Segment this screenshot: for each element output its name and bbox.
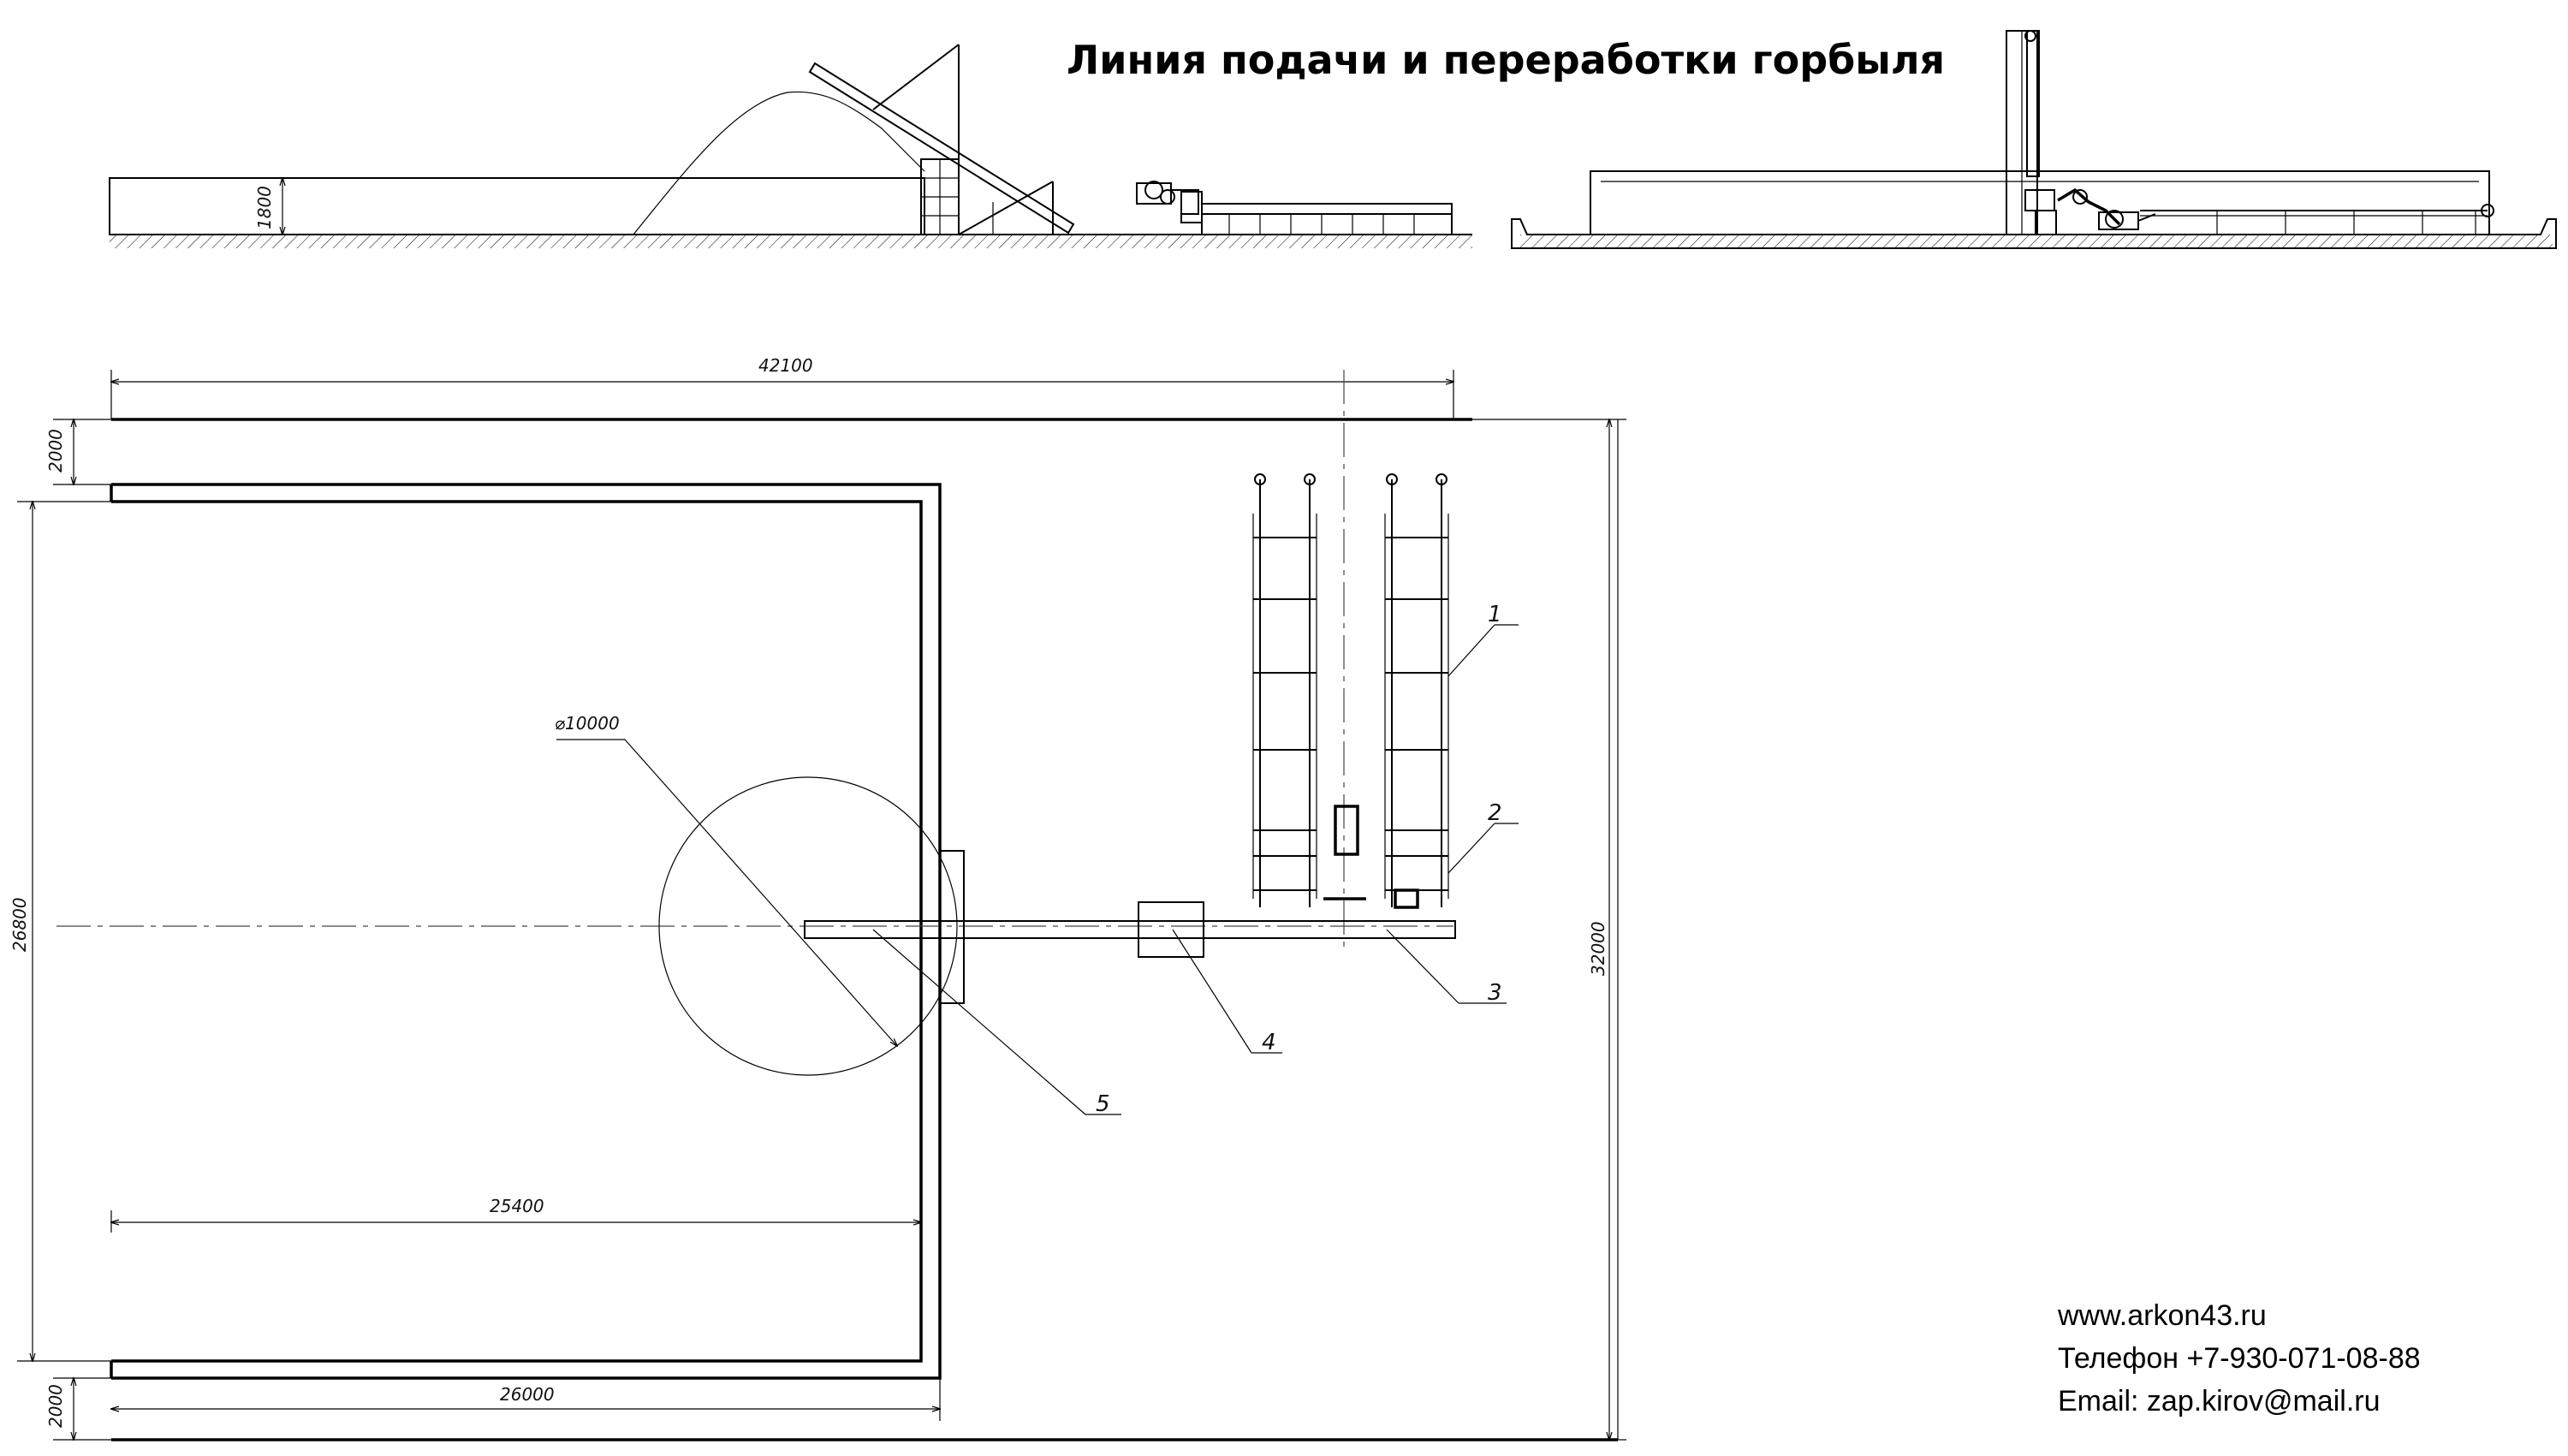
- dimension-25400: 25400: [490, 1196, 544, 1216]
- chipper-unit-plan: [1138, 901, 1204, 958]
- front-elevation-view: [1511, 30, 2557, 249]
- contact-info: www.arkon43.ru Телефон +7-930-071-08-88 …: [2057, 1299, 2421, 1417]
- callout-4: 4: [1262, 1030, 1276, 1055]
- dimension-diameter-10000: ⌀10000: [555, 713, 620, 734]
- dimension-42100: 42100: [758, 355, 813, 376]
- dimension-2000-top: 2000: [45, 429, 66, 472]
- slab-pile-outline: [633, 91, 925, 235]
- drive-unit: [1136, 181, 1203, 223]
- dimension-1800: 1800: [254, 186, 275, 229]
- callout-5: 5: [1096, 1091, 1110, 1117]
- chipper-machinery: [2024, 187, 2156, 235]
- wall-opening-plate: [939, 850, 965, 1004]
- drawing-title: Линия подачи и переработки горбыля: [1067, 37, 1945, 83]
- storage-wall: [109, 177, 925, 235]
- callout-3: 3: [1488, 980, 1502, 1006]
- side-elevation-view: 1800: [109, 44, 1472, 248]
- horizontal-conveyor: [1201, 203, 1453, 235]
- callout-1: 1: [1488, 602, 1502, 627]
- callout-2: 2: [1488, 800, 1502, 826]
- foundation-slab: [1511, 218, 2557, 249]
- sorting-conveyors: [1252, 473, 1449, 909]
- stack-blocks: [920, 158, 960, 235]
- bunker-wall-inner: [111, 500, 923, 1363]
- dimension-26000: 26000: [500, 1384, 555, 1405]
- callout-leaders: [872, 624, 1519, 1115]
- inclined-feeder: [808, 44, 1075, 235]
- phone-number: Телефон +7-930-071-08-88: [2058, 1342, 2421, 1375]
- conveyor-end-rollers: [1254, 473, 1447, 485]
- feed-conveyor-plan: [804, 920, 1456, 939]
- pile-circle: [658, 776, 958, 1076]
- floor-conveyor: [2140, 204, 2494, 235]
- drive-box: [1334, 805, 1359, 856]
- email-address[interactable]: Email: zap.kirov@mail.ru: [2058, 1385, 2381, 1417]
- ground-hatch: [110, 235, 1472, 248]
- dimension-32000: 32000: [1588, 921, 1608, 976]
- website-link[interactable]: www.arkon43.ru: [2057, 1299, 2267, 1332]
- bunker-wall-outer: [111, 483, 942, 1380]
- dimension-2000-bottom: 2000: [45, 1384, 66, 1428]
- dimension-26800: 26800: [9, 897, 30, 952]
- plan-view: 42100 2000 26800 2000 32000: [9, 355, 1626, 1441]
